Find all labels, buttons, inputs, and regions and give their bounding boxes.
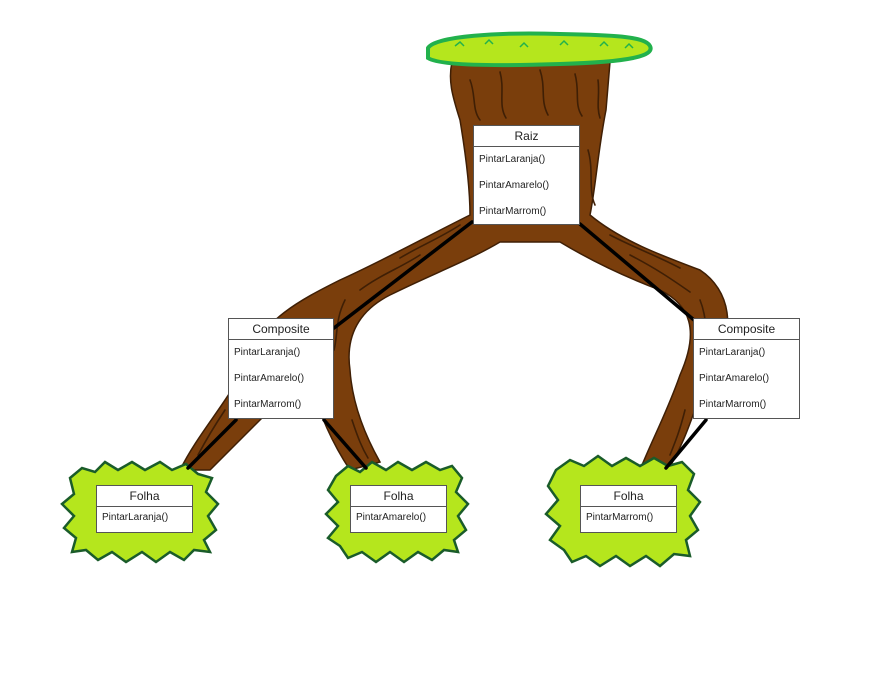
class-title: Composite (229, 319, 333, 340)
method: PintarLaranja() (234, 347, 301, 358)
connector-composite-right-folha-3 (664, 418, 708, 470)
class-title: Folha (351, 486, 446, 507)
connectors (186, 220, 708, 470)
class-title: Raiz (474, 126, 579, 147)
connector-raiz-composite-right (578, 222, 696, 322)
uml-class-folha-1: Folha PintarLaranja() (96, 485, 193, 533)
method: PintarMarrom() (234, 399, 302, 410)
uml-class-composite-right: Composite PintarLaranja() PintarAmarelo(… (693, 318, 800, 419)
method: PintarAmarelo() (479, 180, 550, 191)
method: PintarLaranja() (699, 347, 766, 358)
method: PintarLaranja() (102, 512, 169, 523)
method: PintarAmarelo() (356, 512, 427, 523)
class-title: Folha (581, 486, 676, 507)
method: PintarAmarelo() (234, 373, 305, 384)
method: PintarAmarelo() (699, 373, 770, 384)
method: PintarMarrom() (479, 206, 547, 217)
connector-raiz-composite-left (332, 220, 474, 330)
method: PintarLaranja() (479, 154, 546, 165)
connector-composite-left-folha-1 (186, 418, 238, 470)
tree-canopy (426, 31, 653, 68)
uml-class-composite-left: Composite PintarLaranja() PintarAmarelo(… (228, 318, 334, 419)
uml-class-raiz: Raiz PintarLaranja() PintarAmarelo() Pin… (473, 125, 580, 225)
uml-class-folha-2: Folha PintarAmarelo() (350, 485, 447, 533)
method: PintarMarrom() (699, 399, 767, 410)
bark-lines (197, 69, 713, 459)
uml-class-folha-3: Folha PintarMarrom() (580, 485, 677, 533)
class-title: Composite (694, 319, 799, 340)
connector-composite-left-folha-2 (322, 418, 368, 470)
class-title: Folha (97, 486, 192, 507)
method: PintarMarrom() (586, 512, 654, 523)
